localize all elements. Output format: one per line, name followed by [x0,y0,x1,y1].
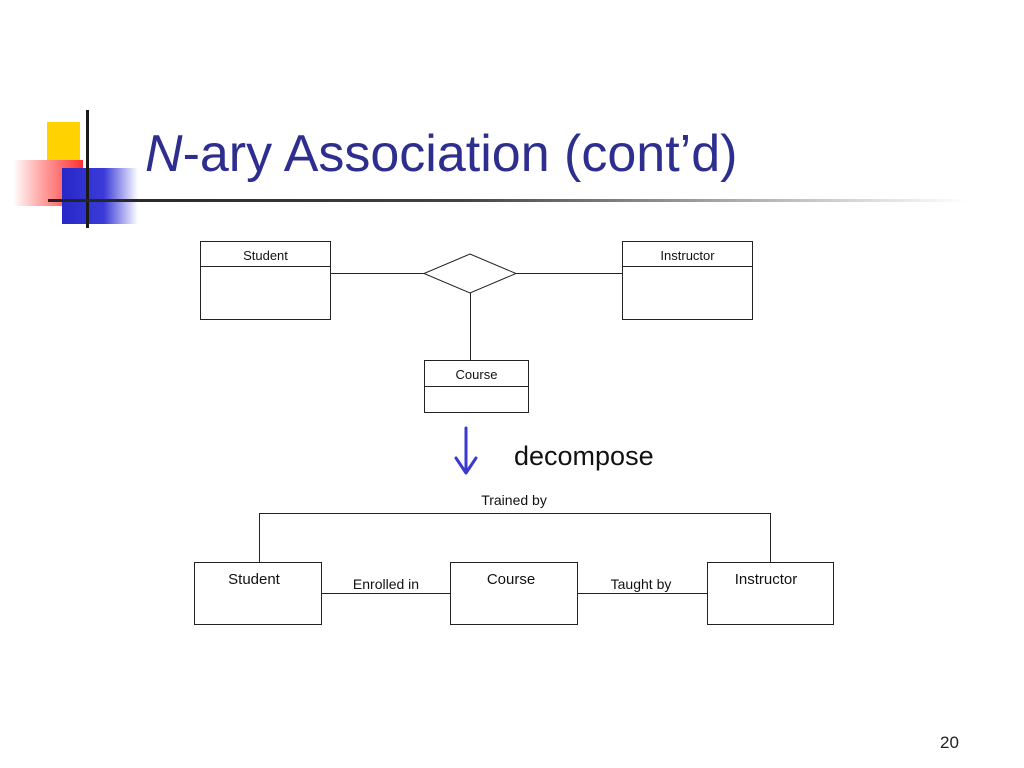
slide-title: N-ary Association (cont’d) [145,124,737,184]
top-course-class [424,360,529,413]
decor-yellow-square [47,122,80,162]
bottom-student-class [194,562,322,625]
bottom-instructor-label: Instructor [735,571,798,588]
taught-by-label: Taught by [611,576,672,592]
top-student-class [200,241,331,320]
bottom-student-label: Student [228,571,281,588]
bottom-instructor-class [707,562,834,625]
decompose-label: decompose [514,441,654,471]
decor-blue-square [62,168,138,224]
bottom-course-class [450,562,578,625]
trained-by-label: Trained by [481,492,547,508]
enrolled-in-label: Enrolled in [353,576,419,592]
top-instructor-class [622,241,753,320]
page-number: 20 [940,733,959,752]
line-trained-by [259,513,771,563]
association-diamond [422,253,518,294]
top-instructor-label: Instructor [660,248,715,263]
slide-title-rest: -ary Association (cont’d) [182,125,738,183]
down-arrow-head [454,456,478,475]
decor-vertical-line [86,110,89,228]
title-underline [48,199,968,202]
decompose-arrow [454,426,478,475]
top-student-label: Student [243,248,288,263]
top-course-label: Course [456,367,498,382]
bottom-course-label: Course [487,571,535,588]
slide-title-italic: N [145,125,183,183]
